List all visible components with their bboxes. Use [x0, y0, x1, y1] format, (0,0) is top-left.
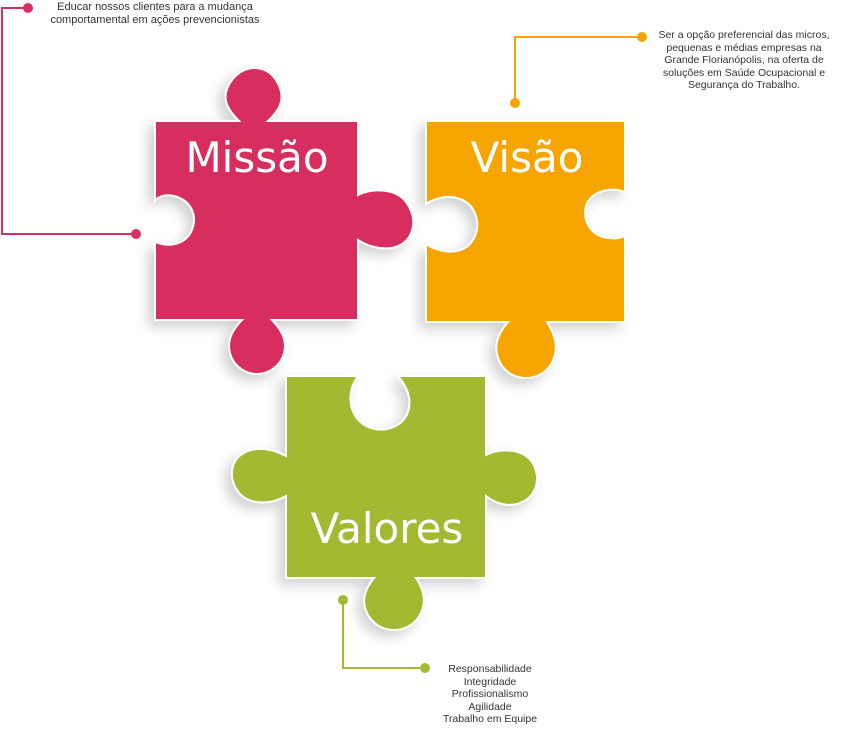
note-missao: Educar nossos clientes para a mudança co…	[20, 1, 290, 27]
note-valores-line: Integridade	[430, 676, 550, 689]
label-visao: Visão	[471, 133, 584, 182]
label-valores: Valores	[311, 504, 464, 553]
connector-missao	[2, 3, 141, 239]
connector-dot-missao-end	[131, 229, 141, 239]
piece-valores	[232, 376, 537, 630]
connector-dot-valores-end	[420, 663, 430, 673]
note-visao-line: Ser a opção preferencial das micros,	[648, 29, 840, 42]
note-visao: Ser a opção preferencial das micros, peq…	[648, 29, 840, 92]
note-missao-line: Educar nossos clientes para a mudança	[20, 1, 290, 14]
note-valores: Responsabilidade Integridade Profissiona…	[430, 663, 550, 726]
note-valores-line: Responsabilidade	[430, 663, 550, 676]
connector-visao	[510, 32, 647, 108]
note-missao-line: comportamental em ações prevencionistas	[20, 14, 290, 27]
connector-dot-visao-end	[510, 98, 520, 108]
note-valores-line: Trabalho em Equipe	[430, 713, 550, 726]
connector-dot-valores-start	[338, 595, 348, 605]
note-valores-line: Profissionalismo	[430, 688, 550, 701]
note-visao-line: soluções em Saúde Ocupacional e	[648, 67, 840, 80]
note-visao-line: Grande Florianópolis, na oferta de	[648, 54, 840, 67]
connector-dot-visao-start	[637, 32, 647, 42]
piece-missao	[155, 68, 413, 374]
label-missao: Missão	[185, 133, 328, 182]
note-visao-line: pequenas e médias empresas na	[648, 42, 840, 55]
note-valores-line: Agilidade	[430, 701, 550, 714]
note-visao-line: Segurança do Trabalho.	[648, 79, 840, 92]
